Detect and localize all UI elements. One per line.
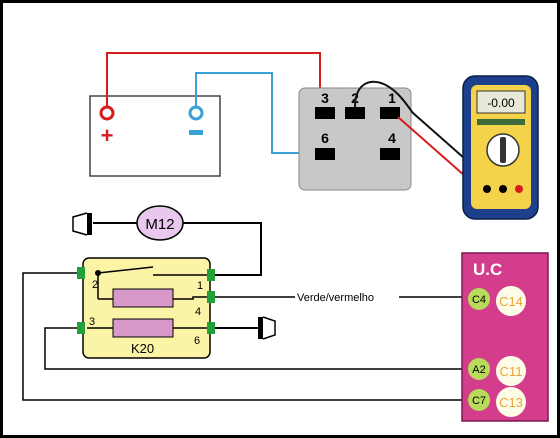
connector-pin-6 (315, 148, 335, 160)
uc-label-c11: C11 (500, 364, 523, 379)
uc-pin-c13 (496, 387, 526, 417)
connector-pin-2 (345, 107, 365, 119)
connector-pin-3 (315, 107, 335, 119)
uc-pin-a2 (468, 358, 490, 380)
uc-module: U.C C4 C14 A2 C11 C7 C13 (461, 252, 549, 422)
multimeter-com-jack (483, 185, 491, 193)
wire-label: Verde/vermelho (297, 292, 374, 304)
wire-relay2-to-c7 (22, 272, 469, 401)
uc-pin-c7 (468, 389, 490, 411)
connector-pin-1 (380, 107, 400, 119)
relay-pin-2 (77, 267, 85, 279)
ground-symbol-top-arrow (72, 212, 88, 236)
relay-k20: 2 1 4 3 6 K20 (77, 257, 215, 359)
coil-top-right-lead (173, 296, 207, 300)
multimeter-reading: -0.00 (487, 96, 515, 110)
ground-symbol-right (258, 317, 263, 339)
black-probe-lead (354, 80, 499, 189)
uc-label-c7: C7 (472, 395, 486, 407)
relay-pin-label-4: 4 (195, 306, 201, 318)
relay-switch-arm (97, 266, 154, 274)
red-wire (106, 52, 321, 107)
relay-pin-label-1: 1 (197, 280, 203, 292)
ground-symbol-right-arrow (262, 316, 276, 340)
multimeter-a-jack (515, 185, 523, 193)
connector-label-1: 1 (388, 90, 396, 106)
relay-pin-1 (207, 269, 215, 281)
battery: + - (89, 95, 221, 177)
diagram-canvas: + - 3 2 1 6 4 -0.00 (22, 52, 549, 422)
relay-pin-label-2: 2 (92, 279, 98, 291)
relay-coil-top (112, 288, 174, 308)
connector-label-3: 3 (321, 90, 329, 106)
multimeter-dial-pointer (500, 137, 506, 163)
multimeter-v-jack (499, 185, 507, 193)
battery-positive-terminal (99, 105, 115, 121)
battery-negative-terminal (188, 105, 204, 121)
relay-pin-6 (207, 322, 215, 334)
wiring-diagram: + - 3 2 1 6 4 -0.00 (3, 3, 557, 435)
positive-symbol: + (101, 123, 114, 148)
multimeter: -0.00 (462, 75, 539, 220)
uc-label-a2: A2 (472, 364, 485, 376)
negative-symbol-bar (189, 130, 203, 135)
connector-label-4: 4 (388, 130, 396, 146)
relay-pin-4 (207, 291, 215, 303)
uc-pin-c14 (496, 286, 526, 316)
relay-pin-3 (77, 322, 85, 334)
uc-pin-c4 (468, 288, 490, 310)
ground-symbol-top (87, 213, 92, 235)
uc-pin-c11 (496, 356, 526, 386)
relay-coil-bottom (112, 318, 174, 338)
motor-m12: M12 (72, 205, 262, 276)
uc-label-c13: C13 (499, 395, 523, 410)
connector-pin-4 (380, 148, 400, 160)
motor-to-relay-wire (183, 222, 262, 276)
blue-wire (195, 72, 316, 154)
relay-label: K20 (131, 341, 154, 356)
connector: 3 2 1 6 4 (298, 87, 412, 191)
uc-label-c4: C4 (472, 294, 486, 306)
multimeter-display (476, 90, 526, 114)
relay-pin-label-6: 6 (194, 335, 200, 347)
multimeter-button-row (477, 119, 525, 125)
connector-label-6: 6 (321, 130, 329, 146)
wire-relay3-to-a2 (44, 327, 469, 370)
uc-title: U.C (473, 260, 502, 279)
relay-pin-label-3: 3 (89, 316, 95, 328)
motor-label: M12 (145, 216, 174, 233)
uc-label-c14: C14 (499, 294, 523, 309)
